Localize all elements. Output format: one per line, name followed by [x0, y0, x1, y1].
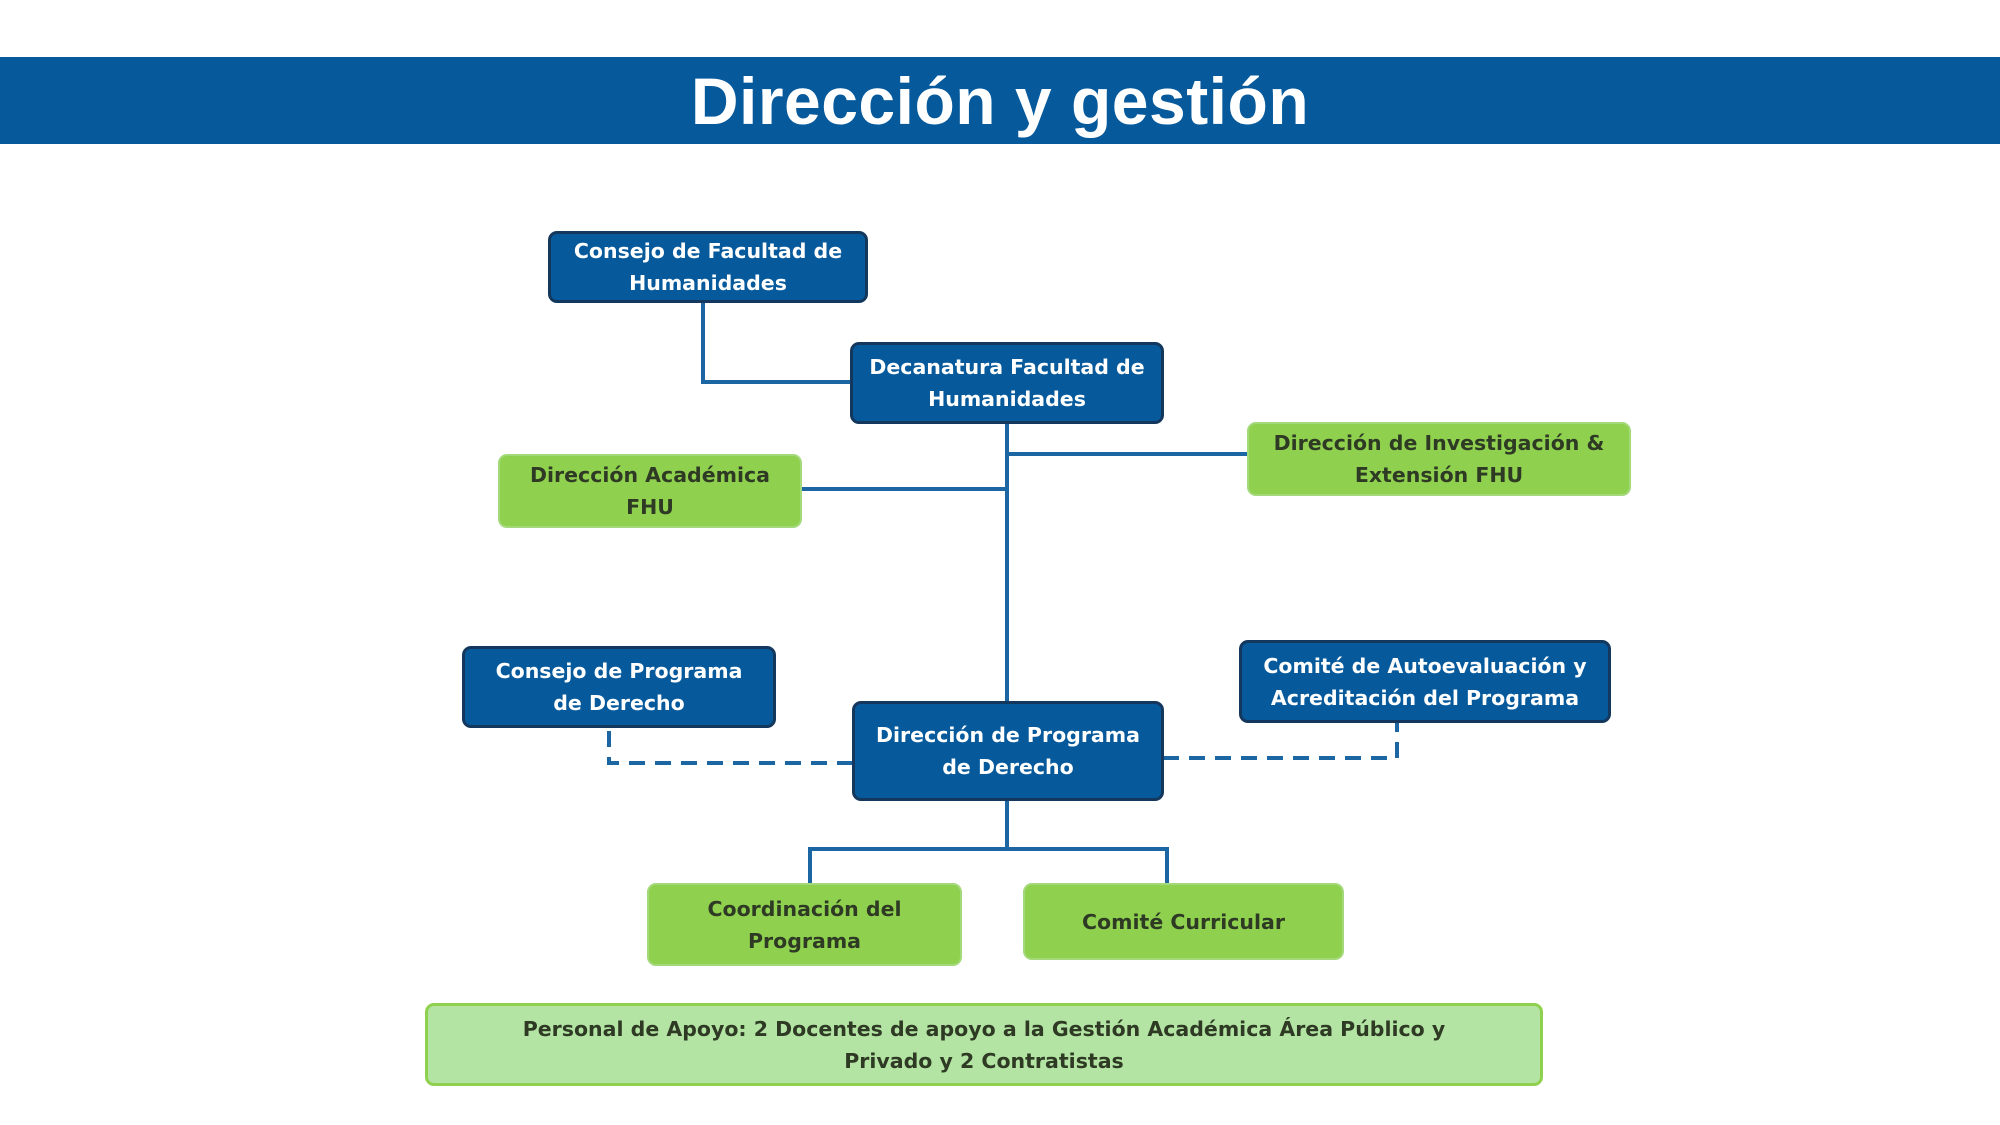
node-consejo-facultad: Consejo de Facultad de Humanidades	[548, 231, 868, 303]
node-comite-autoevaluacion-label: Comité de Autoevaluación y Acreditación …	[1263, 653, 1587, 710]
node-direccion-academica: Dirección Académica FHU	[498, 454, 802, 528]
connector-children-bar	[808, 847, 1169, 885]
node-personal-apoyo-label: Personal de Apoyo: 2 Docentes de apoyo a…	[522, 1016, 1446, 1073]
node-coordinacion-label: Coordinación del Programa	[707, 896, 902, 953]
node-comite-curricular: Comité Curricular	[1023, 883, 1344, 960]
node-direccion-academica-label: Dirección Académica FHU	[529, 463, 770, 519]
node-comite-autoevaluacion: Comité de Autoevaluación y Acreditación …	[1239, 640, 1611, 723]
node-decanatura: Decanatura Facultad de Humanidades	[850, 342, 1164, 424]
dashed-connector-comite-autoevaluacion	[1163, 722, 1399, 760]
node-coordinacion: Coordinación del Programa	[647, 883, 962, 966]
node-consejo-programa-label: Consejo de Programa de Derecho	[495, 659, 743, 715]
node-consejo-facultad-label: Consejo de Facultad de Humanidades	[573, 239, 843, 295]
node-direccion-programa: Dirección de Programa de Derecho	[852, 701, 1164, 801]
node-direccion-programa-label: Dirección de Programa de Derecho	[876, 723, 1140, 779]
node-consejo-programa: Consejo de Programa de Derecho	[462, 646, 776, 728]
node-personal-apoyo: Personal de Apoyo: 2 Docentes de apoyo a…	[425, 1003, 1543, 1086]
node-comite-curricular-label: Comité Curricular	[1082, 909, 1285, 934]
page-title: Dirección y gestión	[690, 63, 1310, 138]
node-decanatura-label: Decanatura Facultad de Humanidades	[869, 355, 1145, 411]
connector-consejo-decanatura	[701, 302, 852, 384]
header-banner: Dirección y gestión	[0, 57, 2000, 144]
node-direccion-investigacion-label: Dirección de Investigación & Extensión F…	[1273, 431, 1605, 487]
node-direccion-investigacion: Dirección de Investigación & Extensión F…	[1247, 422, 1631, 496]
dashed-connector-consejo-programa	[607, 726, 853, 765]
